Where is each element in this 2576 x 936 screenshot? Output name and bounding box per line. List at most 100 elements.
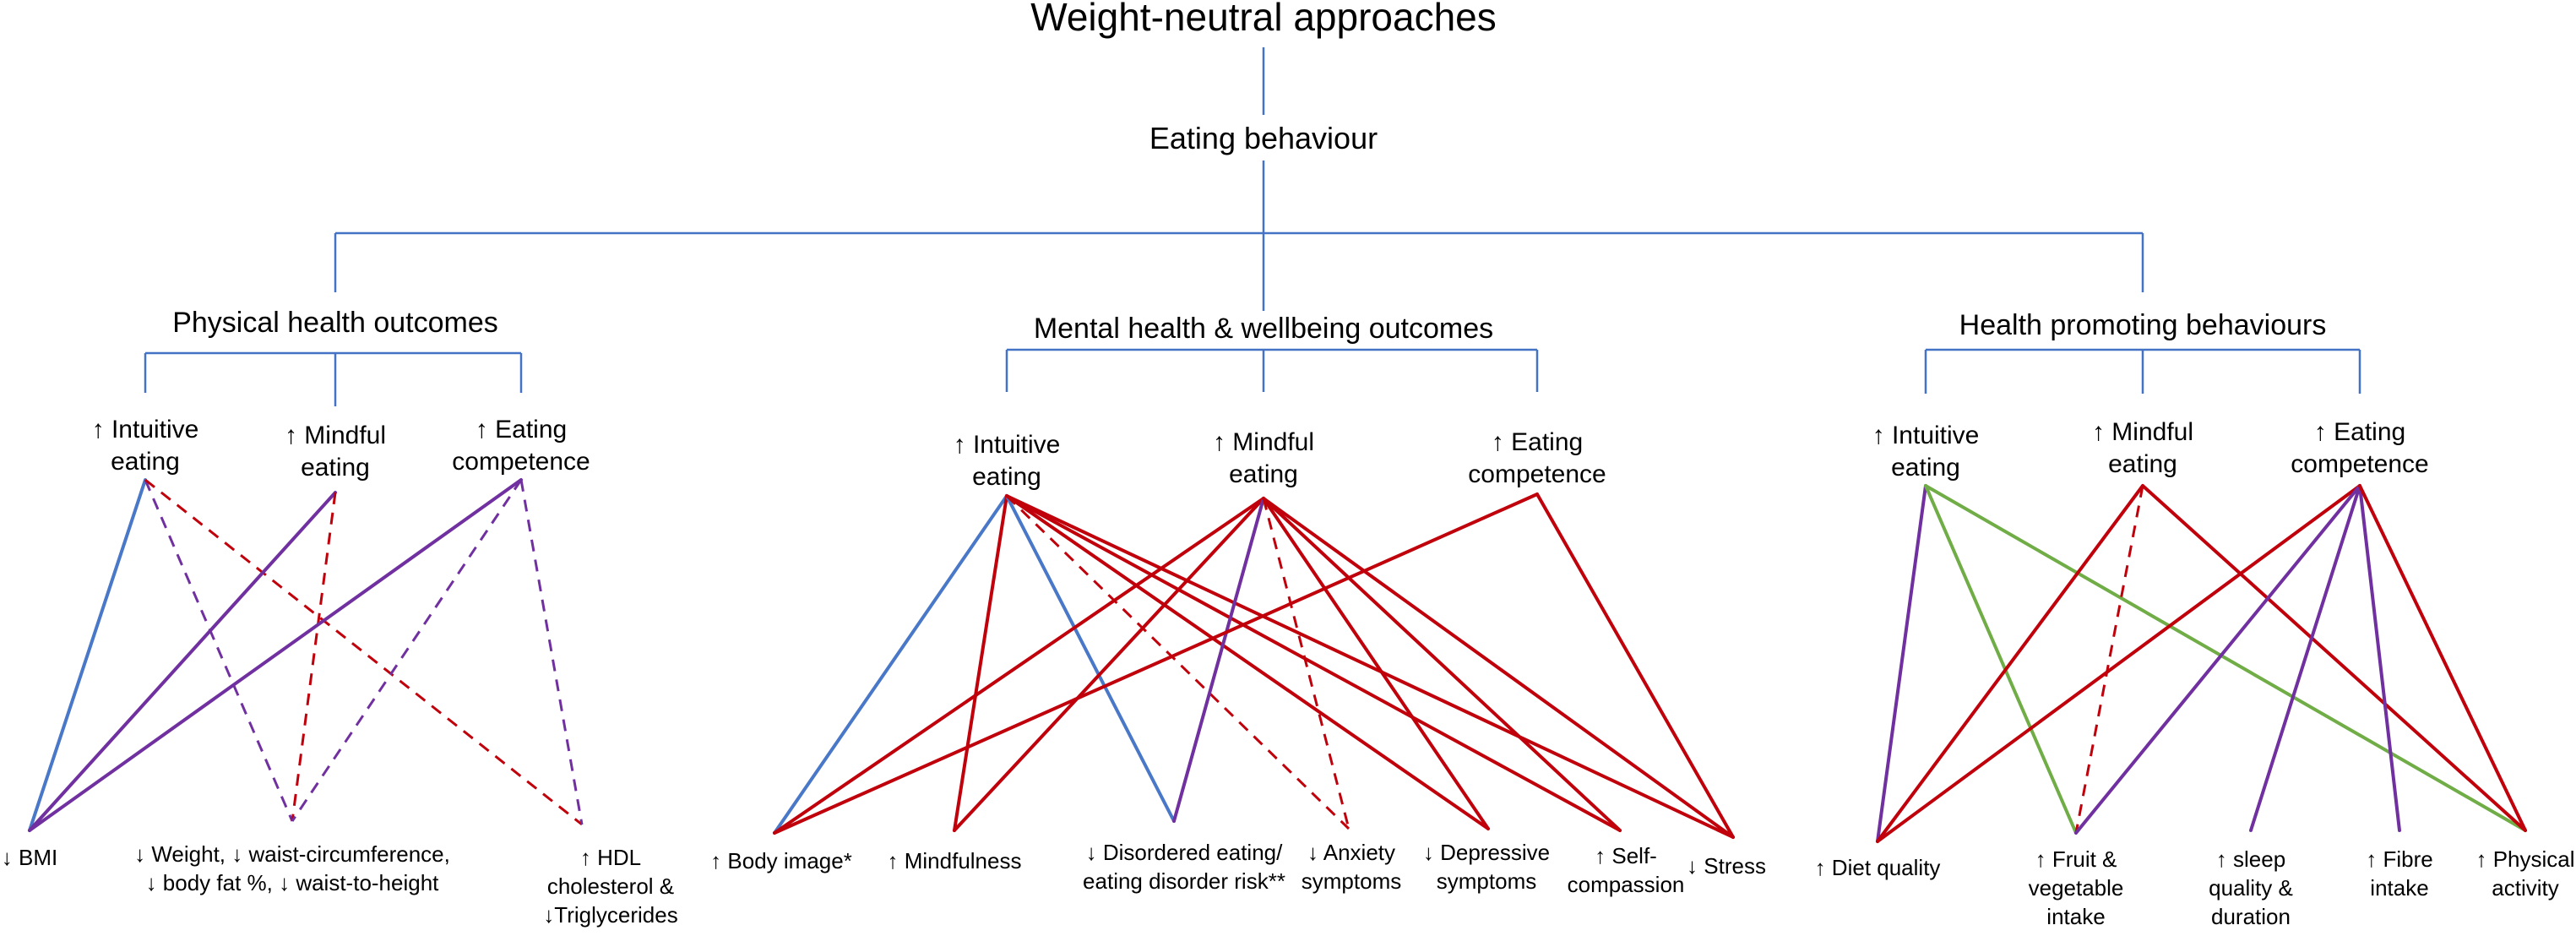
link-red-solid: [1262, 497, 1490, 830]
link-purple-dashed: [291, 479, 523, 822]
link-red-solid: [1876, 484, 2361, 843]
outcome-label-line: symptoms: [1437, 868, 1536, 894]
outcome-label-line: ↑ Diet quality: [1815, 855, 1941, 880]
section-title: Health promoting behaviours: [1959, 309, 2327, 341]
predictor-label-line: ↑ Intuitive: [92, 416, 199, 444]
link-red-solid: [773, 497, 1265, 835]
link-red-solid: [953, 497, 1265, 832]
link-red-solid: [953, 494, 1008, 832]
association-lines: [28, 478, 2527, 843]
outcome-body-image: ↑ Body image*: [710, 848, 852, 873]
link-purple-solid: [1172, 497, 1265, 823]
link-purple-solid: [2249, 484, 2361, 832]
link-red-solid: [1005, 494, 1490, 830]
outcome-label-line: ↓ Anxiety: [1307, 840, 1395, 865]
outcome-disordered-eating-eating-disorder-risk: ↓ Disordered eating/eating disorder risk…: [1083, 840, 1285, 894]
link-red-dashed: [144, 478, 583, 826]
link-blue-solid: [773, 494, 1008, 835]
link-purple-solid: [28, 491, 337, 832]
node-labels: Physical health outcomes ↑ Intuitive eatin…: [2, 307, 2575, 929]
predictor-label-line: eating: [111, 448, 180, 476]
outcome-label-line: ↓Triglycerides: [543, 902, 677, 928]
eating-behaviour-label: Eating behaviour: [1149, 121, 1378, 155]
predictor-mindful-eating: ↑ Mindful eating: [285, 422, 386, 482]
outcome-label-line: ↑ Self-: [1595, 843, 1657, 868]
link-purple-dashed: [519, 479, 584, 825]
outcome-label-line: compassion: [1568, 872, 1685, 897]
outcome-label-line: ↓ Depressive: [1423, 840, 1550, 865]
predictor-label-line: ↑ Mindful: [1213, 428, 1314, 456]
link-red-solid: [2141, 484, 2527, 832]
link-purple-dashed: [144, 479, 294, 822]
predictor-label-line: ↑ Mindful: [285, 422, 386, 449]
predictor-label-line: eating: [1891, 454, 1960, 482]
predictor-mindful-eating: ↑ Mindful eating: [1213, 428, 1314, 488]
link-red-solid: [1535, 492, 1735, 839]
outcome-label-line: ↑ Fibre: [2366, 846, 2432, 872]
outcome-mindfulness: ↑ Mindfulness: [888, 848, 1022, 873]
predictor-label-line: ↑ Eating: [1492, 428, 1583, 456]
predictor-label-line: eating: [972, 463, 1041, 491]
predictor-label-line: eating: [2108, 450, 2177, 478]
outcome-depressive-symptoms: ↓ Depressive symptoms: [1423, 840, 1550, 894]
link-red-solid: [1262, 497, 1622, 832]
outcome-label-line: intake: [2370, 875, 2428, 901]
section-title: Physical health outcomes: [172, 307, 498, 339]
outcome-label-line: ↓ Stress: [1687, 853, 1766, 879]
diagram-title: Weight-neutral approaches: [1030, 0, 1496, 39]
outcome-label-line: ↑ HDL: [580, 845, 641, 870]
outcome-label-line: ↓ Disordered eating/: [1086, 840, 1283, 865]
outcome-bmi: ↓ BMI: [2, 845, 57, 870]
link-red-dashed: [2074, 485, 2144, 834]
section-title: Mental health & wellbeing outcomes: [1034, 313, 1493, 345]
predictor-label-line: eating: [301, 454, 370, 482]
link-purple-solid: [1876, 484, 1927, 843]
link-purple-solid: [2358, 484, 2401, 832]
outcome-label-line: ↓ BMI: [2, 845, 57, 870]
predictor-label-line: ↑ Intuitive: [1872, 422, 1980, 449]
predictor-intuitive-eating: ↑ Intuitive eating: [92, 416, 199, 476]
link-red-solid: [1262, 497, 1735, 839]
outcome-label-line: vegetable: [2029, 875, 2124, 901]
predictor-label-line: ↑ Intuitive: [954, 431, 1061, 459]
link-red-solid: [1005, 494, 1622, 832]
outcome-label-line: eating disorder risk**: [1083, 868, 1285, 894]
outcome-weight-waist-circumference-body-fat-waist-to-height: ↓ Weight, ↓ waist-circumference,↓ body f…: [134, 841, 450, 895]
outcome-label-line: activity: [2492, 875, 2558, 901]
predictor-label-line: competence: [452, 448, 590, 476]
predictor-intuitive-eating: ↑ Intuitive eating: [1872, 422, 1980, 482]
predictor-label-line: ↑ Mindful: [2092, 418, 2193, 446]
outcome-diet-quality: ↑ Diet quality: [1815, 855, 1941, 880]
predictor-label-line: ↑ Eating: [476, 416, 567, 444]
link-blue-solid: [28, 478, 147, 832]
predictor-label-line: eating: [1229, 460, 1298, 488]
outcome-label-line: ↑ Mindfulness: [888, 848, 1022, 873]
outcome-label-line: duration: [2211, 904, 2291, 929]
outcome-label-line: ↑ Physical: [2475, 846, 2574, 872]
predictor-mindful-eating: ↑ Mindful eating: [2092, 418, 2193, 478]
link-red-solid: [1876, 484, 2144, 843]
outcome-label-line: quality &: [2209, 875, 2293, 901]
outcome-physical-activity: ↑ Physical activity: [2475, 846, 2574, 901]
link-purple-solid: [2074, 484, 2361, 835]
outcome-label-line: ↑ sleep: [2216, 846, 2285, 872]
link-green-solid: [1924, 484, 2527, 832]
outcome-self-compassion: ↑ Self-compassion: [1568, 843, 1685, 897]
link-red-dashed: [291, 492, 337, 822]
outcome-fibre-intake: ↑ Fibre intake: [2366, 846, 2432, 901]
outcome-label-line: intake: [2046, 904, 2105, 929]
link-purple-solid: [28, 478, 523, 832]
outcome-sleep-quality-duration: ↑ sleep quality & duration: [2209, 846, 2293, 929]
link-green-solid: [1924, 484, 2078, 835]
link-red-solid: [2358, 484, 2527, 832]
outcome-label-line: ↑ Body image*: [710, 848, 852, 873]
predictor-label-line: competence: [2291, 450, 2428, 478]
outcome-label-line: ↓ body fat %, ↓ waist-to-height: [146, 870, 440, 895]
predictor-label-line: ↑ Eating: [2314, 418, 2405, 446]
link-blue-solid: [1005, 494, 1176, 823]
